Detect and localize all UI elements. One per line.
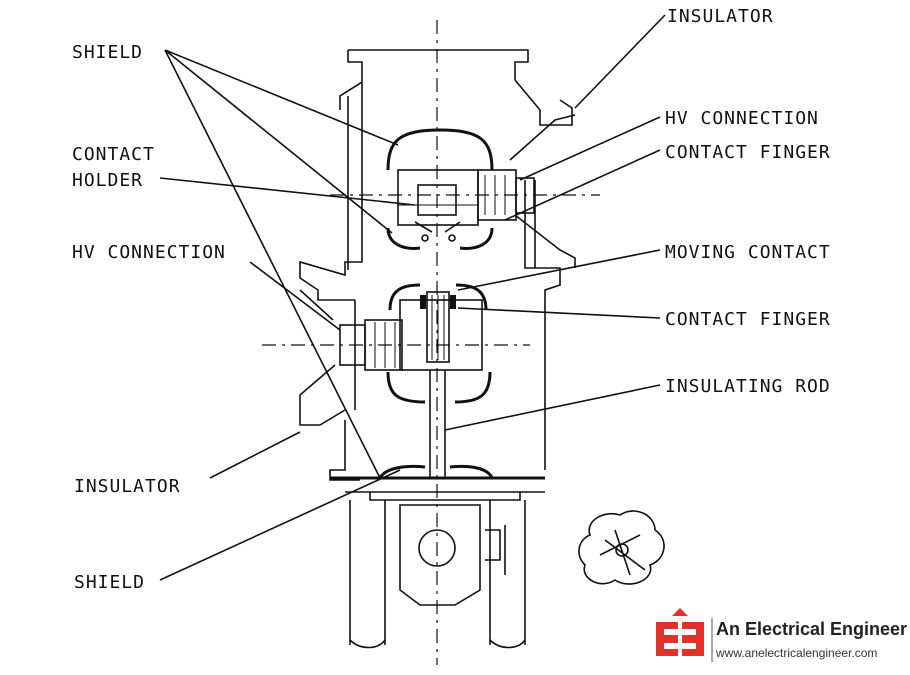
brand-name: An Electrical Engineer [716,619,907,639]
label-hv-connection-right: HV CONNECTION [665,108,819,129]
detail-inset-sketch [578,510,665,585]
label-insulator-bottom: INSULATOR [74,476,181,497]
insulating-rod [429,370,446,478]
housing-outline [299,49,576,649]
contact-holder [397,169,479,242]
label-contact-holder-line2: HOLDER [72,170,143,191]
leader-lines [159,14,666,581]
ee-logo-icon [656,608,704,656]
label-insulating-rod: INSULATING ROD [665,376,831,397]
bottom-shield [378,464,494,479]
label-shield-bottom: SHIELD [74,572,145,593]
label-contact-holder-line1: CONTACT [72,144,155,165]
label-hv-connection-left: HV CONNECTION [72,242,226,263]
label-moving-contact: MOVING CONTACT [665,242,831,263]
moving-contact [399,291,483,371]
label-contact-finger-lower: CONTACT FINGER [665,309,831,330]
lower-hv-terminal [339,319,403,371]
brand-url: www.anelectricalengineer.com [715,646,877,660]
label-insulator-top: INSULATOR [667,6,774,27]
brand-logo: An Electrical Engineer www.anelectricale… [656,608,907,662]
label-contact-finger-upper: CONTACT FINGER [665,142,831,163]
label-shield-top: SHIELD [72,42,143,63]
lower-shield [386,283,492,404]
upper-shield [386,128,494,250]
